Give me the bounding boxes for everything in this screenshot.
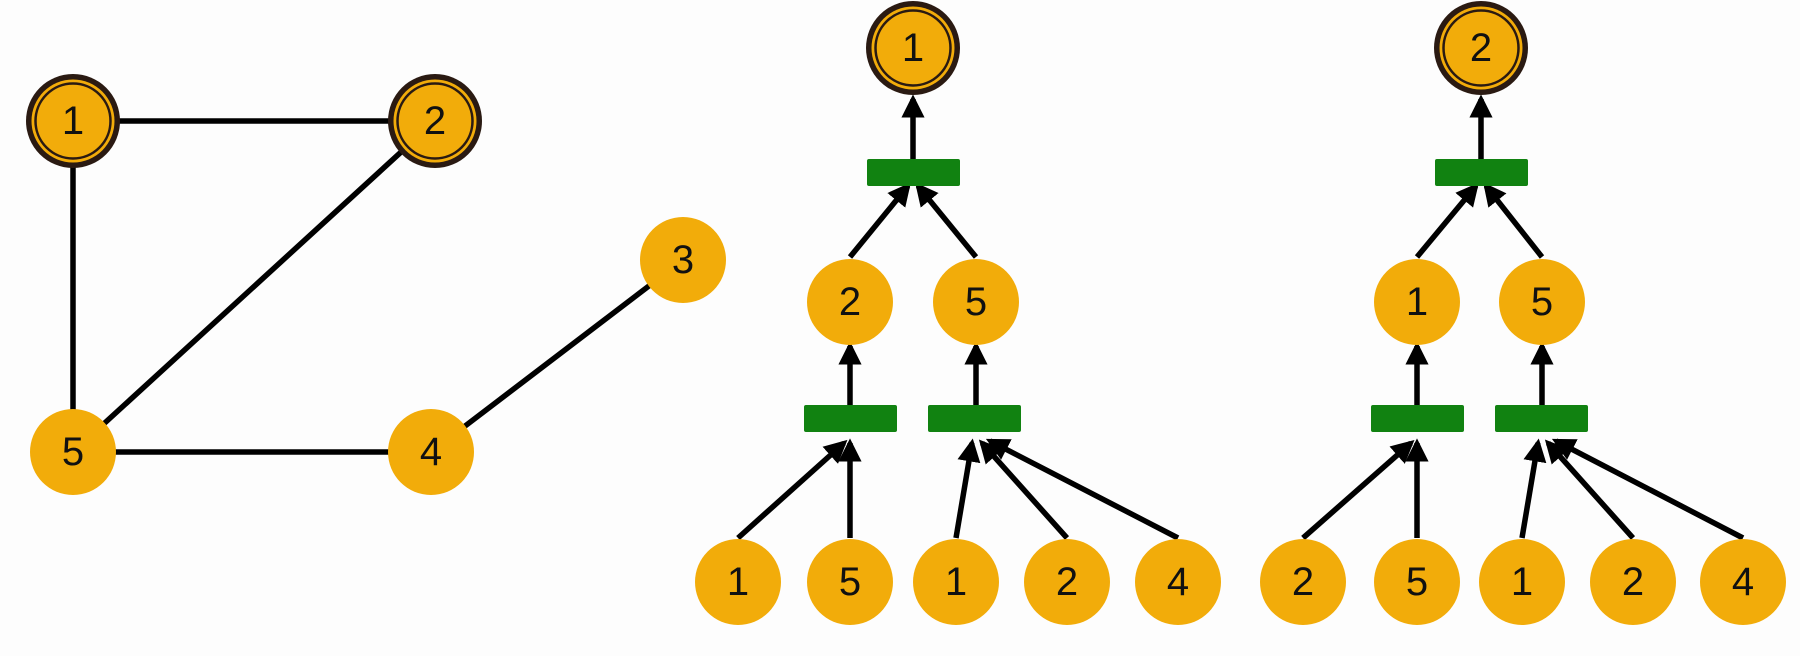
computation-graph-2: 2 1 5 2 5 1 2 4 <box>1260 1 1786 625</box>
graph-node-3-label: 3 <box>672 238 694 282</box>
aggregator-neighbor-5 <box>1495 405 1588 432</box>
leaf-node: 2 <box>1260 539 1346 625</box>
graph-node-1-label: 1 <box>62 99 84 143</box>
graph-node-2-label: 2 <box>424 99 446 143</box>
leaf-node-label: 1 <box>727 560 749 604</box>
graph-node-4: 4 <box>388 409 474 495</box>
arrow-leaf-1-to-agg-2 <box>736 439 848 541</box>
leaf-node: 4 <box>1700 539 1786 625</box>
leaf-node: 4 <box>1135 539 1221 625</box>
edge-4-3 <box>429 257 685 455</box>
leaf-node-label: 4 <box>1732 560 1754 604</box>
input-graph: 1 2 3 4 5 <box>26 74 726 495</box>
aggregator-root <box>867 159 960 186</box>
arrow-leaf-2-to-agg-1 <box>1301 439 1415 541</box>
neighbor-node: 5 <box>1499 259 1585 345</box>
neighbor-node-label: 2 <box>839 280 861 324</box>
leaf-node-label: 2 <box>1292 560 1314 604</box>
arrow-neighbor-2-to-agg <box>847 182 911 259</box>
leaf-node-label: 4 <box>1167 560 1189 604</box>
leaf-node: 1 <box>695 539 781 625</box>
arrow-leaf-4-to-agg-5 <box>985 438 1180 541</box>
aggregator-neighbor-5 <box>928 405 1021 432</box>
leaf-node-label: 1 <box>1511 560 1533 604</box>
leaf-node-label: 1 <box>945 560 967 604</box>
graph-node-4-label: 4 <box>420 430 442 474</box>
leaf-node-label: 2 <box>1622 560 1644 604</box>
arrow-neighbor-1-to-agg <box>1414 182 1479 259</box>
arrow-neighbor-5-to-agg <box>1483 182 1545 259</box>
graph-node-1: 1 <box>26 74 120 168</box>
computation-graph-1: 1 2 5 1 5 1 2 4 <box>695 1 1221 625</box>
aggregator-neighbor-2 <box>804 405 897 432</box>
arrow-neighbor-5-to-agg <box>915 182 979 259</box>
leaf-node: 1 <box>913 539 999 625</box>
leaf-node: 5 <box>807 539 893 625</box>
leaf-node: 2 <box>1590 539 1676 625</box>
root-node-label: 2 <box>1470 26 1492 70</box>
leaf-node-label: 2 <box>1056 560 1078 604</box>
arrow-leaf-1-to-agg-5 <box>1519 438 1547 539</box>
arrow-leaf-1-to-agg-5 <box>953 438 981 539</box>
edge-2-5 <box>71 118 437 455</box>
neighbor-node: 1 <box>1374 259 1460 345</box>
root-node-label: 1 <box>902 26 924 70</box>
neighbor-node-label: 1 <box>1406 280 1428 324</box>
neighbor-node: 5 <box>933 259 1019 345</box>
neighbor-node-label: 5 <box>965 280 987 324</box>
leaf-node: 5 <box>1374 539 1460 625</box>
aggregator-root <box>1435 159 1528 186</box>
leaf-node: 2 <box>1024 539 1110 625</box>
graph-node-2: 2 <box>388 74 482 168</box>
leaf-node: 1 <box>1479 539 1565 625</box>
neighbor-node: 2 <box>807 259 893 345</box>
aggregator-neighbor-1 <box>1371 405 1464 432</box>
neighbor-node-label: 5 <box>1531 280 1553 324</box>
root-node: 1 <box>866 1 960 95</box>
graph-node-3: 3 <box>640 217 726 303</box>
leaf-node-label: 5 <box>1406 560 1428 604</box>
root-node: 2 <box>1434 1 1528 95</box>
arrow-leaf-4-to-agg-5 <box>1551 438 1745 541</box>
graph-node-5: 5 <box>30 409 116 495</box>
graph-node-5-label: 5 <box>62 430 84 474</box>
leaf-node-label: 5 <box>839 560 861 604</box>
